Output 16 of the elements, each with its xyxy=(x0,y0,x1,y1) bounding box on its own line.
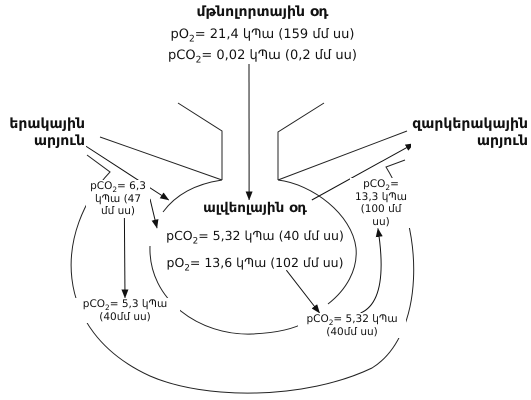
arrow xyxy=(121,217,128,298)
arrow xyxy=(246,63,253,200)
heading-label: մթնոլորտային օդ xyxy=(196,4,330,21)
pressure-label: pO$_{2}$= 13,6 կՊա (102 մմ սս) xyxy=(166,255,344,270)
pressure-label: pO$_{2}$= 21,4 կՊա (159 մմ սս) xyxy=(169,26,356,42)
pressure-label: pCO$_{2}$= 13,3 կՊա (100 մմ սս) xyxy=(350,178,412,228)
arrow xyxy=(360,228,383,314)
arrow xyxy=(150,198,158,229)
heading-label: ալվեոլային օդ xyxy=(202,200,308,216)
vessel-label: զարկերակային արյուն xyxy=(411,116,529,150)
arrow xyxy=(86,146,170,200)
arrow xyxy=(286,270,320,314)
pressure-label: pCO$_{2}$= 5,32 կՊա (40մմ սս) xyxy=(298,313,406,338)
pressure-label: pCO$_{2}$= 5,32 կՊա (40 մմ սս) xyxy=(165,228,345,244)
pressure-label: pCO$_{2}$= 6,3 կՊա (47 մմ սս) xyxy=(86,180,150,218)
pressure-label: pCO$_{2}$= 0,02 կՊա (0,2 մմ սս) xyxy=(167,48,358,64)
